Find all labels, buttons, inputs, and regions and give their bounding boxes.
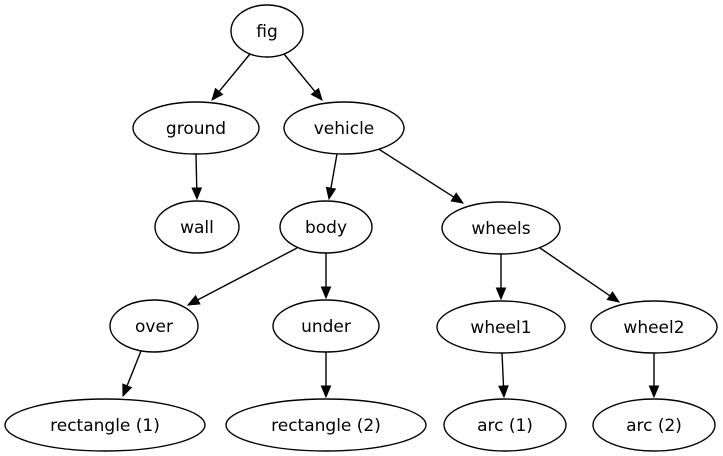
edge-arrowhead-icon — [186, 294, 201, 306]
edge-line — [539, 247, 611, 297]
graph-node-wheel2[interactable]: wheel2 — [590, 300, 718, 354]
graph-edge-under-to-rectangle2 — [320, 352, 332, 399]
edge-arrowhead-icon — [191, 187, 203, 201]
node-ellipse-shape[interactable] — [443, 398, 567, 452]
node-ellipse-shape[interactable] — [272, 299, 380, 353]
edge-line — [330, 153, 338, 189]
graph-node-rectangle2[interactable]: rectangle (2) — [225, 398, 427, 452]
node-ellipse-shape[interactable] — [109, 299, 199, 353]
edge-line — [501, 352, 505, 387]
edge-arrowhead-icon — [320, 286, 332, 300]
graph-node-rectangle1[interactable]: rectangle (1) — [4, 398, 206, 452]
graph-node-over[interactable]: over — [109, 299, 199, 353]
edge-arrowhead-icon — [498, 385, 509, 399]
node-ellipse-shape[interactable] — [592, 398, 716, 452]
edges-layer — [122, 53, 660, 399]
edge-arrowhead-icon — [450, 192, 465, 204]
graph-edge-wheel1-to-arc1 — [498, 352, 509, 399]
graph-edge-wheels-to-wheel1 — [495, 254, 507, 301]
edge-arrowhead-icon — [606, 291, 621, 303]
graph-node-wall[interactable]: wall — [154, 200, 240, 254]
graph-node-under[interactable]: under — [272, 299, 380, 353]
edge-arrowhead-icon — [320, 385, 332, 399]
graph-edge-body-to-over — [186, 247, 298, 306]
edge-line — [376, 147, 455, 198]
graph-edge-wheel2-to-arc2 — [648, 353, 660, 399]
graph-node-vehicle[interactable]: vehicle — [283, 101, 405, 155]
edge-arrowhead-icon — [211, 87, 224, 101]
graph-edge-over-to-rectangle1 — [122, 350, 142, 398]
graph-edge-wheels-to-wheel2 — [539, 247, 621, 303]
node-ellipse-shape[interactable] — [279, 200, 373, 254]
edge-line — [283, 53, 316, 92]
edge-arrowhead-icon — [310, 87, 323, 101]
node-ellipse-shape[interactable] — [4, 398, 206, 452]
node-ellipse-shape[interactable] — [436, 300, 566, 354]
graph-edge-fig-to-ground — [211, 53, 251, 101]
edge-line — [195, 153, 198, 189]
graph-node-ground[interactable]: ground — [132, 101, 260, 155]
graph-edge-vehicle-to-wheels — [376, 147, 465, 204]
graph-edge-body-to-under — [320, 253, 332, 300]
edge-arrowhead-icon — [122, 383, 133, 398]
edge-arrowhead-icon — [648, 385, 660, 399]
node-ellipse-shape[interactable] — [590, 300, 718, 354]
node-ellipse-shape[interactable] — [225, 398, 427, 452]
graph-edge-fig-to-vehicle — [283, 53, 323, 101]
edge-line — [126, 350, 142, 387]
node-ellipse-shape[interactable] — [283, 101, 405, 155]
graph-node-body[interactable]: body — [279, 200, 373, 254]
graph-node-wheel1[interactable]: wheel1 — [436, 300, 566, 354]
graph-node-fig[interactable]: fig — [230, 4, 304, 58]
node-ellipse-shape[interactable] — [441, 201, 561, 255]
edge-line — [218, 53, 251, 92]
graph-node-arc2[interactable]: arc (2) — [592, 398, 716, 452]
edge-line — [197, 247, 298, 301]
graph-node-wheels[interactable]: wheels — [441, 201, 561, 255]
node-ellipse-shape[interactable] — [154, 200, 240, 254]
node-ellipse-shape[interactable] — [230, 4, 304, 58]
graph-edge-vehicle-to-body — [325, 153, 338, 201]
graph-node-arc1[interactable]: arc (1) — [443, 398, 567, 452]
nodes-layer: fig ground vehicle wall body wheels over under w… — [4, 4, 718, 452]
graph-edge-ground-to-wall — [191, 153, 203, 201]
edge-arrowhead-icon — [495, 287, 507, 301]
node-ellipse-shape[interactable] — [132, 101, 260, 155]
edge-arrowhead-icon — [325, 186, 337, 201]
